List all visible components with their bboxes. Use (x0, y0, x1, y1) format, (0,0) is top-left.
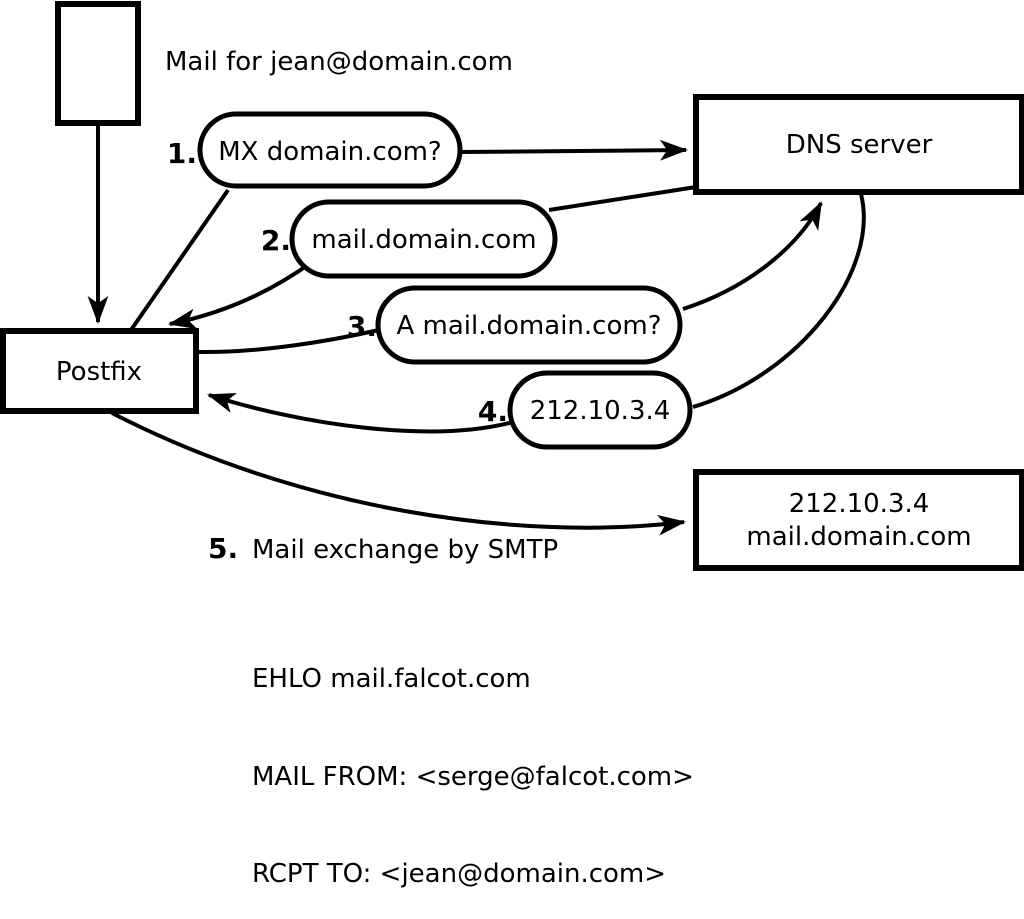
arrow-query1-to-dns (460, 139, 688, 161)
edge-postfix-to-query3 (196, 328, 380, 355)
step1-number: 1. (167, 137, 197, 170)
arrow-answer4-to-postfix (207, 392, 514, 434)
step4-label: 212.10.3.4 (530, 396, 671, 426)
step4-number: 4. (478, 395, 508, 428)
step2-number: 2. (261, 224, 291, 257)
arrow-postfix-to-destination (111, 411, 686, 536)
step5-number: 5. (208, 532, 238, 565)
mail-message-box (55, 1, 141, 126)
query3-pill (375, 285, 683, 365)
postfix-label: Postfix (56, 357, 142, 387)
step3-number: 3. (347, 310, 377, 343)
arrow-answer2-to-postfix (168, 260, 314, 330)
edge-dns-to-answer2 (548, 185, 697, 212)
answer2-pill (289, 199, 558, 279)
step1-label: MX domain.com? (218, 137, 441, 167)
destination-ip-label: 212.10.3.4 (789, 489, 930, 519)
destination-server-box (693, 469, 1024, 571)
smtp-line-mail-from: MAIL FROM: <serge@falcot.com> (252, 761, 694, 792)
edge-dns-to-answer4 (692, 193, 866, 409)
edge-postfix-to-query1 (129, 188, 230, 332)
dns-server-box (693, 94, 1024, 195)
answer4-pill (507, 370, 693, 450)
postfix-box (0, 328, 199, 414)
smtp-line-rcpt-to: RCPT TO: <jean@domain.com> (252, 859, 667, 889)
step3-label: A mail.domain.com? (397, 311, 662, 341)
smtp-line-ehlo: EHLO mail.falcot.com (252, 664, 531, 694)
step2-label: mail.domain.com (311, 225, 536, 255)
caption-text: Mail for jean@domain.com (165, 47, 513, 77)
dns-server-label: DNS server (786, 130, 933, 160)
smtp-session-transcript: EHLO mail.falcot.com MAIL FROM: <serge@f… (252, 598, 694, 919)
step5-label: Mail exchange by SMTP (252, 535, 558, 565)
query1-pill (197, 111, 463, 189)
arrow-query3-to-dns (682, 201, 823, 311)
destination-host-label: mail.domain.com (746, 522, 971, 552)
